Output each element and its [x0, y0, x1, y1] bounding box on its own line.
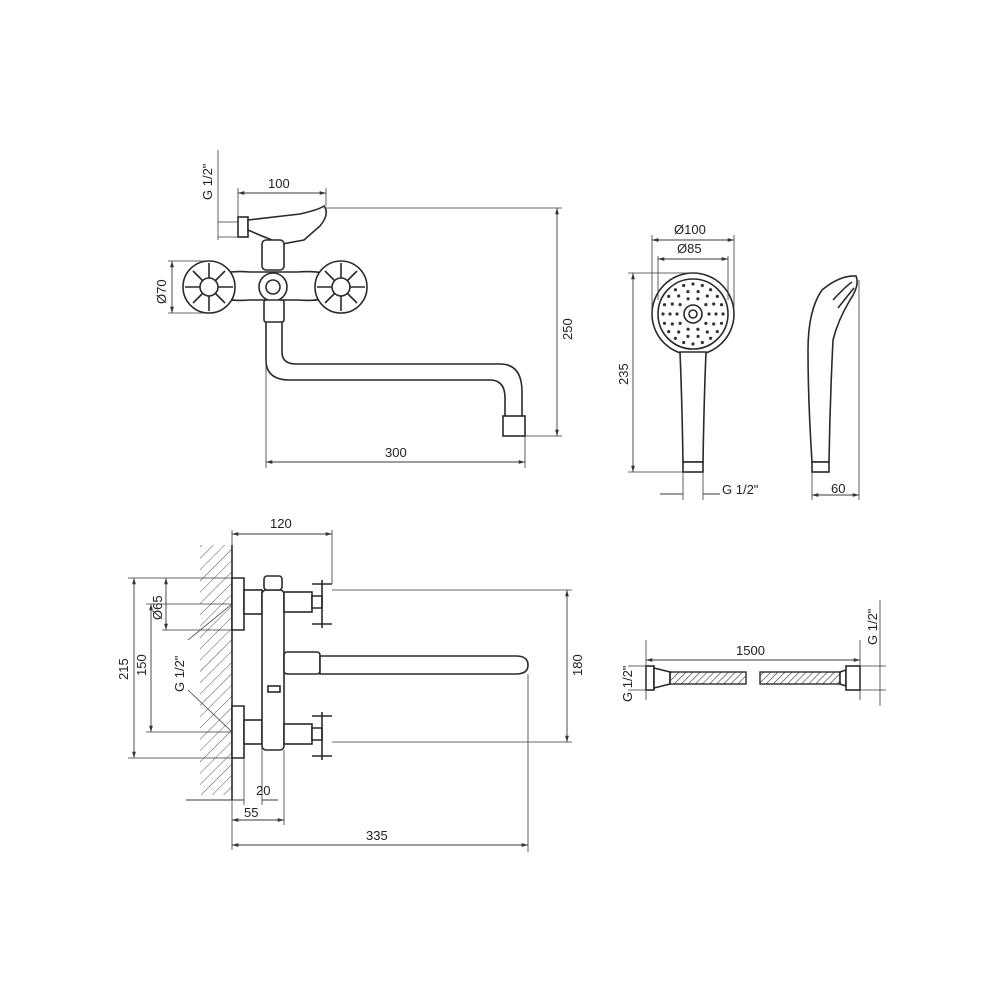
dim-20: 20 — [256, 783, 270, 798]
spray-nozzles — [661, 282, 725, 346]
side-view: 120 Ø65 215 150 G 1/2" 180 20 55 335 — [116, 516, 585, 852]
left-cross-handle — [182, 260, 236, 314]
spray-nozzle — [686, 290, 690, 294]
hose-nut-right — [845, 665, 861, 691]
spray-nozzle — [670, 302, 674, 306]
dim-215: 215 — [116, 658, 131, 680]
hose-braid-right — [759, 671, 841, 685]
dim-180: 180 — [570, 654, 585, 676]
spray-nozzle — [704, 303, 708, 307]
hose-thread-right-label: G 1/2" — [865, 608, 880, 645]
dim-335: 335 — [366, 828, 388, 843]
spout-pipe-outer — [265, 322, 506, 418]
spout-pipe-inner — [281, 322, 523, 418]
dim-o100: Ø100 — [674, 222, 706, 237]
dim-150: 150 — [134, 654, 149, 676]
dim-55: 55 — [244, 805, 258, 820]
hand-shower-front: Ø100 Ø85 235 G 1/2" — [616, 222, 759, 500]
dim-100: 100 — [268, 176, 290, 191]
spray-nozzle — [678, 303, 682, 307]
dim-300: 300 — [385, 445, 407, 460]
spray-nozzle — [691, 342, 695, 346]
wall-hatching — [200, 545, 232, 795]
dim-235: 235 — [616, 363, 631, 385]
spray-nozzle — [673, 288, 678, 292]
shower-thread — [682, 461, 704, 473]
spray-nozzle — [700, 340, 704, 345]
shower-hose: 1500 G 1/2" G 1/2" — [620, 600, 886, 706]
diverter-cap — [261, 239, 285, 271]
spray-nozzle — [696, 290, 700, 294]
hand-shower-side: 60 — [807, 275, 860, 500]
spray-nozzle — [721, 312, 725, 316]
side-body — [261, 589, 285, 751]
spray-nozzle — [705, 330, 709, 334]
spray-nozzle — [686, 334, 690, 338]
spray-nozzle — [719, 321, 724, 325]
side-thread-label: G 1/2" — [172, 655, 187, 692]
spray-nozzle — [667, 294, 671, 298]
spray-nozzle — [707, 312, 711, 316]
spray-nozzle — [673, 336, 678, 340]
spray-nozzle — [677, 294, 681, 298]
spray-nozzle — [686, 327, 690, 331]
spray-nozzle — [709, 336, 713, 340]
spray-nozzle — [719, 303, 724, 307]
spray-nozzle — [667, 330, 671, 334]
spray-nozzle — [678, 321, 682, 325]
spray-nozzle — [709, 288, 713, 292]
front-view: G 1/2" 100 Ø70 250 300 — [154, 150, 575, 468]
spray-nozzle — [715, 330, 719, 334]
spray-nozzle — [662, 303, 667, 307]
spray-nozzle — [700, 283, 704, 288]
spray-nozzle — [696, 334, 700, 338]
spout-aerator — [502, 415, 526, 437]
shower-side-profile — [807, 275, 858, 463]
spray-nozzle — [696, 297, 700, 301]
shower-handle — [679, 351, 707, 463]
side-spout — [319, 655, 529, 675]
spray-nozzle — [662, 321, 667, 325]
spray-nozzle — [691, 282, 695, 286]
spray-nozzle — [715, 294, 719, 298]
hose-braid-left — [669, 671, 747, 685]
lever-handle — [247, 204, 328, 245]
top-inlet-nipple — [237, 216, 249, 238]
head-thread-label: G 1/2" — [722, 482, 759, 497]
spray-nozzle — [682, 340, 686, 345]
spray-nozzle — [696, 327, 700, 331]
dim-250: 250 — [560, 318, 575, 340]
spray-nozzle — [704, 321, 708, 325]
spray-nozzle — [714, 312, 718, 316]
dim-1500: 1500 — [736, 643, 765, 658]
spray-nozzle — [682, 283, 686, 288]
spray-nozzle — [670, 322, 674, 326]
spray-nozzle — [712, 302, 716, 306]
spray-nozzle — [686, 297, 690, 301]
dim-60: 60 — [831, 481, 845, 496]
top-thread-label: G 1/2" — [200, 163, 215, 200]
right-cross-handle — [314, 260, 368, 314]
dim-120: 120 — [270, 516, 292, 531]
spray-nozzle — [705, 294, 709, 298]
spray-nozzle — [677, 330, 681, 334]
spray-nozzle — [661, 312, 665, 316]
spray-nozzle — [675, 312, 679, 316]
spray-nozzle — [712, 322, 716, 326]
dim-o65: Ø65 — [150, 595, 165, 620]
spray-nozzle — [668, 312, 672, 316]
dim-o70: Ø70 — [154, 279, 169, 304]
hose-thread-left-label: G 1/2" — [620, 665, 635, 702]
dim-o85: Ø85 — [677, 241, 702, 256]
